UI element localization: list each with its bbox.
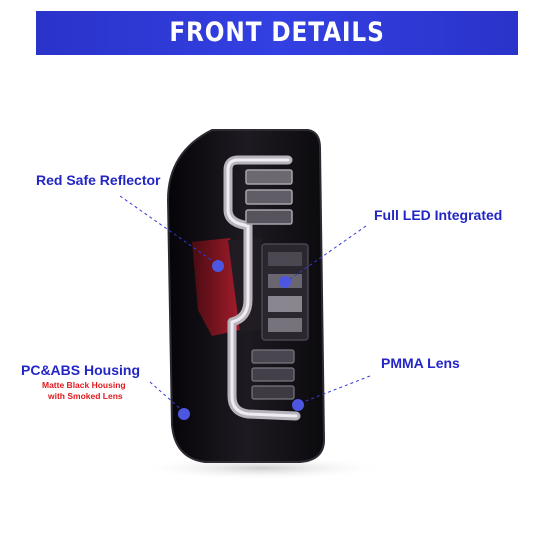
- leader-lines: [119, 195, 371, 413]
- light-bar-highlight: [226, 158, 298, 418]
- leader-reflector: [119, 195, 218, 265]
- label-matte-black-housing: Matte Black Housing: [42, 380, 126, 390]
- dot-led: [279, 276, 291, 288]
- label-with-smoked-lens: with Smoked Lens: [48, 391, 123, 401]
- leader-housing: [149, 381, 185, 413]
- label-pc-abs-housing: PC&ABS Housing: [21, 362, 140, 378]
- floor-shadow: [137, 456, 387, 480]
- lower-led-strips: [251, 349, 295, 400]
- title-banner: FRONT DETAILS: [36, 11, 518, 55]
- center-led-lens: [261, 243, 309, 341]
- label-pmma-lens: PMMA Lens: [381, 355, 460, 371]
- label-red-safe-reflector: Red Safe Reflector: [36, 172, 161, 188]
- dot-housing: [178, 408, 190, 420]
- banner-title: FRONT DETAILS: [169, 17, 385, 48]
- leader-lens: [297, 375, 371, 405]
- callout-dots: [178, 260, 304, 420]
- housing-rim: [166, 129, 326, 463]
- upper-led-strips: [245, 169, 293, 225]
- leader-led: [285, 225, 367, 283]
- red-reflector: [192, 238, 240, 336]
- label-full-led-integrated: Full LED Integrated: [374, 207, 503, 223]
- dot-lens: [292, 399, 304, 411]
- dot-reflector: [212, 260, 224, 272]
